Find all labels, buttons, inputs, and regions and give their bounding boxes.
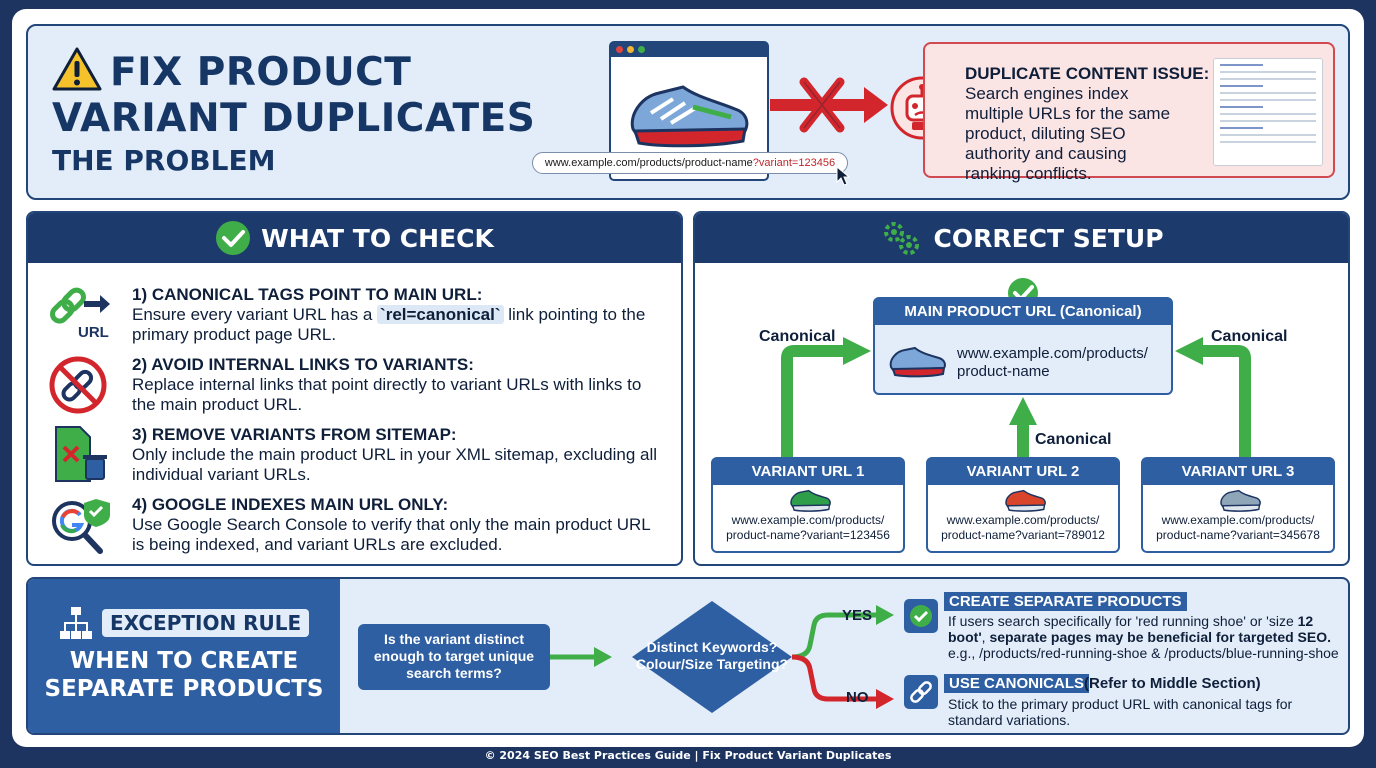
browser-window: [609, 41, 769, 181]
canonical-label-right: Canonical: [1211, 328, 1288, 345]
blocked-arrow-icon: [770, 77, 888, 133]
page-subtitle: THE PROBLEM: [52, 144, 276, 177]
shoe-icon: [790, 489, 831, 512]
issue-title: DUPLICATE CONTENT ISSUE:: [965, 64, 1210, 83]
what-to-check-panel: WHAT TO CHECK URL 1) CANONICAL TAGS POIN…: [26, 211, 683, 566]
variant-url-box-1: VARIANT URL 1 www.example.com/products/p…: [711, 457, 905, 553]
yes-label: YES: [842, 607, 873, 624]
canonical-code: `rel=canonical`: [377, 305, 504, 324]
canonical-label-left: Canonical: [759, 328, 836, 345]
check-item-text: Use Google Search Console to verify that…: [132, 515, 651, 554]
check-item-text: Only include the main product URL in you…: [132, 445, 658, 484]
hierarchy-icon: [60, 607, 92, 639]
use-canonicals-title: USE CANONICALS: [944, 674, 1090, 693]
variant-url: www.example.com/products/product-name?va…: [1156, 513, 1320, 542]
check-item-text: Ensure every variant URL has a `rel=cano…: [132, 305, 646, 344]
google-search-icon: [52, 499, 110, 554]
gears-icon: [884, 222, 920, 255]
shoe-icon: [1005, 489, 1046, 512]
check-item-title: 1) CANONICAL TAGS POINT TO MAIN URL:: [132, 285, 483, 304]
no-label: NO: [846, 689, 869, 706]
issue-text: Search engines index multiple URLs for t…: [965, 84, 1171, 183]
correct-setup-header: CORRECT SETUP: [695, 213, 1348, 263]
create-separate-products-text: If users search specifically for 'red ru…: [948, 613, 1339, 661]
page-title-line1: FIX PRODUCT: [110, 50, 412, 95]
variant-title: VARIANT URL 1: [713, 459, 903, 485]
correct-setup-panel: CORRECT SETUP Canonical Canonical Canoni…: [693, 211, 1350, 566]
variant-url: www.example.com/products/product-name?va…: [726, 513, 890, 542]
cursor-icon: [836, 166, 850, 186]
main-product-url-box: MAIN PRODUCT URL (Canonical) www.example…: [873, 297, 1173, 395]
create-separate-products-title: CREATE SEPARATE PRODUCTS: [944, 592, 1187, 611]
what-to-check-header: WHAT TO CHECK: [28, 213, 681, 263]
decision-flow: [550, 601, 894, 713]
checkmark-circle-icon: [216, 221, 251, 255]
refer-middle-section: (Refer to Middle Section): [1084, 675, 1261, 692]
link-icon: [904, 675, 938, 709]
search-results-thumbnail: [1213, 58, 1323, 166]
check-item-title: 2) AVOID INTERNAL LINKS TO VARIANTS:: [132, 355, 474, 374]
setup-diagram-arrows: [781, 337, 1251, 458]
variant-title: VARIANT URL 2: [928, 459, 1118, 485]
sitemap-delete-icon: [55, 426, 107, 482]
check-item-text: Replace internal links that point direct…: [132, 375, 642, 414]
use-canonicals-text: Stick to the primary product URL with ca…: [948, 696, 1293, 728]
correct-setup-title: CORRECT SETUP: [933, 223, 1164, 253]
decision-diamond-text: Distinct Keywords?Colour/Size Targeting?: [635, 639, 789, 672]
page-title-line2: VARIANT DUPLICATES: [52, 96, 536, 141]
check-item-title: 3) REMOVE VARIANTS FROM SITEMAP:: [132, 425, 457, 444]
footer-credit: © 2024 SEO Best Practices Guide | Fix Pr…: [484, 749, 892, 762]
shoe-icon: [630, 85, 749, 148]
duplicate-issue-callout: DUPLICATE CONTENT ISSUE: Search engines …: [923, 42, 1335, 183]
canonical-label-center: Canonical: [1035, 431, 1112, 448]
main-product-url-title: MAIN PRODUCT URL (Canonical): [875, 299, 1171, 325]
variant-url: www.example.com/products/product-name?va…: [941, 513, 1105, 542]
variant-title: VARIANT URL 3: [1143, 459, 1333, 485]
no-link-icon: [49, 356, 107, 414]
exception-rule-tag: EXCEPTION RULE: [102, 609, 310, 637]
yes-check-icon: [904, 599, 938, 633]
problem-banner: FIX PRODUCT VARIANT DUPLICATES THE PROBL…: [26, 24, 1350, 200]
variant-url-box-2: VARIANT URL 2 www.example.com/products/p…: [926, 457, 1120, 553]
variant-url-bar: www.example.com/products/product-name?va…: [532, 152, 848, 174]
shoe-icon: [889, 346, 946, 378]
warning-icon: [52, 47, 102, 91]
what-to-check-title: WHAT TO CHECK: [261, 223, 494, 253]
link-url-icon: URL: [50, 287, 110, 341]
url-icon-label: URL: [78, 324, 109, 341]
variant-url-box-3: VARIANT URL 3 www.example.com/products/p…: [1141, 457, 1335, 553]
check-item-title: 4) GOOGLE INDEXES MAIN URL ONLY:: [132, 495, 449, 514]
main-product-url: www.example.com/products/product-name: [957, 345, 1148, 380]
variant-question-box: Is the variant distinct enough to target…: [358, 624, 550, 690]
shoe-icon: [1220, 489, 1261, 512]
